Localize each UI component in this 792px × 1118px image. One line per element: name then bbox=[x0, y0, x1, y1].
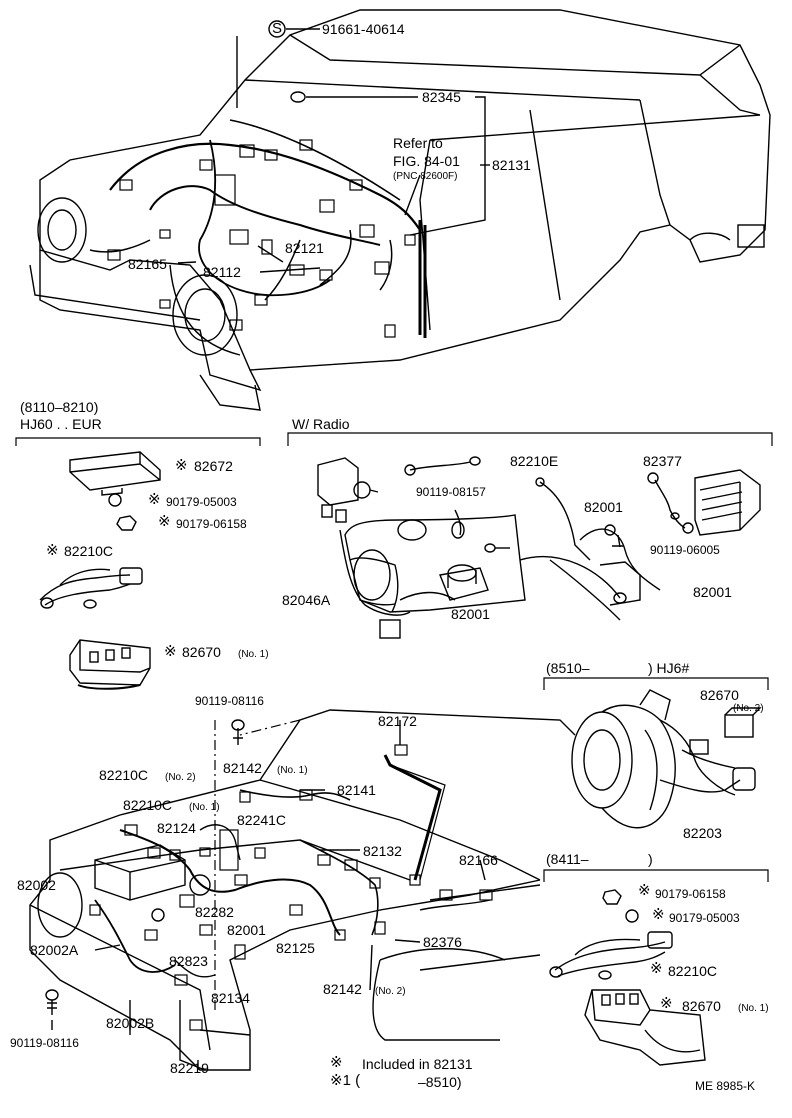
part-label-82166: 82166 bbox=[459, 852, 498, 868]
part-label-90179-05003: 90179-05003 bbox=[669, 911, 740, 925]
part-label-82141: 82141 bbox=[337, 782, 376, 798]
part-label-82282: 82282 bbox=[195, 904, 234, 920]
part-label-82001: 82001 bbox=[451, 606, 490, 622]
refer-to-text: Refer to bbox=[393, 135, 443, 151]
part-label-82210c: 82210C bbox=[668, 963, 718, 979]
part-label-82142-no1: 82142 bbox=[223, 760, 262, 776]
part-label-82001: 82001 bbox=[584, 499, 623, 515]
part-label-91661-40614: 91661-40614 bbox=[322, 21, 405, 37]
part-variant-no1: (No. 1) bbox=[189, 802, 220, 813]
part-variant-no2: (No. 2) bbox=[375, 986, 406, 997]
included-mark: ※ bbox=[652, 906, 665, 923]
part-variant-no2: (No. 2) bbox=[165, 772, 196, 783]
included-mark: ※ bbox=[164, 643, 177, 660]
standard-part-symbol: S bbox=[272, 20, 283, 37]
included-mark: ※ bbox=[46, 542, 59, 559]
part-label-82670: 82670 bbox=[682, 998, 721, 1014]
part-label-82172: 82172 bbox=[378, 713, 417, 729]
part-label-90119-08157: 90119-08157 bbox=[416, 485, 486, 499]
part-label-90179-06158: 90179-06158 bbox=[176, 517, 247, 531]
part-label-90179-05003: 90179-05003 bbox=[166, 495, 237, 509]
part-label-82345: 82345 bbox=[422, 89, 461, 105]
part-label-82134: 82134 bbox=[211, 990, 250, 1006]
part-label-82142-no2: 82142 bbox=[323, 981, 362, 997]
included-mark: ※ bbox=[660, 995, 673, 1012]
hj6-range-heading: (8510– bbox=[546, 660, 590, 676]
hj6-parts bbox=[571, 689, 762, 829]
part-label-82210c: 82210C bbox=[64, 543, 114, 559]
part-label-82377: 82377 bbox=[643, 453, 682, 469]
refer-fig-text: FIG. 84-01 bbox=[393, 153, 460, 169]
part-label-82670: 82670 bbox=[182, 644, 221, 660]
part-label-82121: 82121 bbox=[285, 240, 324, 256]
part-label-82001: 82001 bbox=[227, 922, 266, 938]
part-variant-no2: (No. 2) bbox=[733, 703, 764, 714]
part-label-90119-06005: 90119-06005 bbox=[650, 543, 720, 557]
part-label-82165: 82165 bbox=[128, 256, 167, 272]
part-label-82131: 82131 bbox=[492, 157, 531, 173]
hj60-range-heading: (8110–8210) bbox=[20, 399, 99, 415]
part-label-82670: 82670 bbox=[700, 687, 739, 703]
s8411-close-paren: ) bbox=[648, 851, 653, 867]
part-label-82210e: 82210E bbox=[510, 453, 559, 469]
part-label-90179-06158: 90179-06158 bbox=[655, 887, 726, 901]
included-mark: ※ bbox=[148, 491, 161, 508]
legend-range: –8510) bbox=[418, 1074, 462, 1090]
part-label-90119-08116: 90119-08116 bbox=[10, 1036, 79, 1050]
part-label-82125: 82125 bbox=[276, 940, 315, 956]
part-label-82124: 82124 bbox=[157, 820, 196, 836]
included-mark: ※ bbox=[638, 882, 651, 899]
part-label-82210c-no1: 82210C bbox=[123, 797, 173, 813]
part-variant-no1: (No. 1) bbox=[738, 1003, 769, 1014]
radio-heading: W/ Radio bbox=[292, 416, 350, 432]
part-label-82241c: 82241C bbox=[237, 812, 287, 828]
part-label-82376: 82376 bbox=[423, 934, 462, 950]
legend-included-text: Included in 82131 bbox=[362, 1056, 473, 1072]
radio-parts bbox=[317, 456, 761, 639]
refer-pnc-text: (PNC 82600F) bbox=[393, 171, 458, 182]
part-variant-no1: (No. 1) bbox=[238, 649, 269, 660]
part-label-82002a: 82002A bbox=[30, 942, 79, 958]
part-label-90119-08116: 90119-08116 bbox=[195, 694, 264, 708]
drawing-code: ME 8985-K bbox=[695, 1079, 756, 1093]
part-label-82210c-no2: 82210C bbox=[99, 767, 149, 783]
included-mark: ※ bbox=[158, 513, 171, 530]
part-variant-no1: (No. 1) bbox=[277, 765, 308, 776]
part-label-82002: 82002 bbox=[17, 877, 56, 893]
part-label-82112: 82112 bbox=[203, 264, 241, 280]
legend-mark: ※ bbox=[330, 1054, 343, 1071]
included-mark: ※ bbox=[175, 457, 188, 474]
part-label-82203: 82203 bbox=[683, 825, 722, 841]
top-vehicle-body bbox=[29, 9, 771, 411]
part-label-82001: 82001 bbox=[693, 584, 732, 600]
section-brackets bbox=[15, 432, 773, 882]
legend-mark1: ※1 ( bbox=[330, 1072, 361, 1089]
part-label-82002b: 82002B bbox=[106, 1015, 155, 1031]
part-label-82132: 82132 bbox=[363, 843, 402, 859]
hj6-model-heading: ) HJ6# bbox=[648, 660, 690, 676]
part-label-82823: 82823 bbox=[169, 953, 208, 969]
hj60-parts bbox=[39, 451, 161, 690]
hj60-model-heading: HJ60 . . EUR bbox=[20, 416, 102, 432]
part-label-82672: 82672 bbox=[194, 458, 233, 474]
included-mark: ※ bbox=[650, 960, 663, 977]
part-label-82046a: 82046A bbox=[282, 592, 331, 608]
lower-vehicle-body bbox=[29, 709, 576, 1071]
s8411-range-heading: (8411– bbox=[546, 851, 589, 867]
part-label-82219: 82219 bbox=[170, 1060, 209, 1076]
s8411-parts bbox=[549, 889, 706, 1066]
